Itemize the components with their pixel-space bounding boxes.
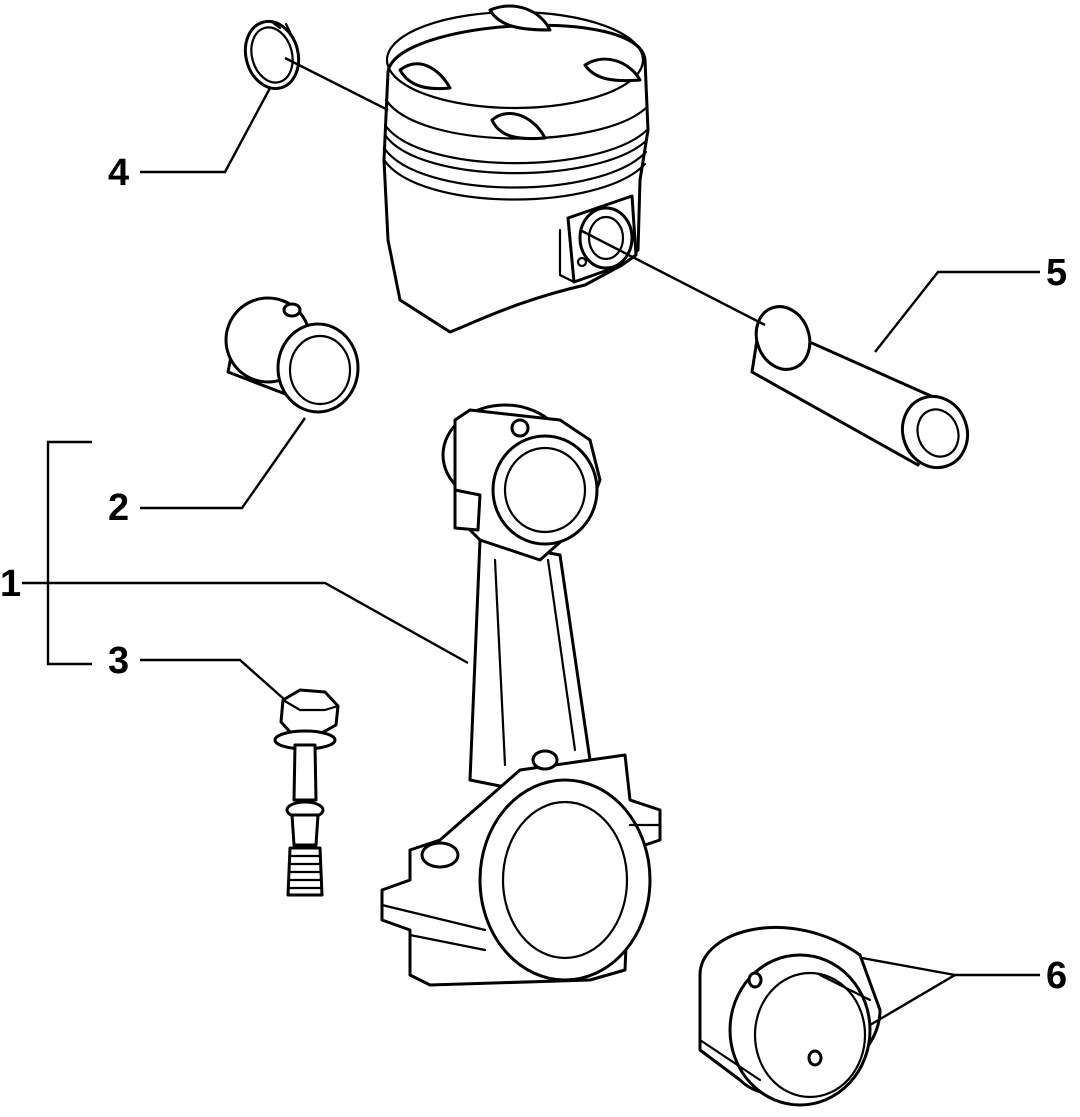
connecting-rod[interactable] (380, 403, 662, 987)
callout-5: 5 (1046, 252, 1067, 294)
small-end-bushing[interactable] (224, 296, 360, 414)
circlip[interactable] (238, 15, 306, 94)
callout-6: 6 (1046, 955, 1067, 997)
callout-2: 2 (108, 487, 129, 529)
connecting-rod-bolt[interactable] (273, 688, 340, 897)
callout-4: 4 (108, 152, 129, 194)
piston-pin[interactable] (748, 299, 978, 477)
big-end-bearing-shells[interactable] (698, 925, 882, 1107)
callout-1: 1 (0, 563, 21, 605)
piston[interactable] (382, 4, 650, 334)
callout-3: 3 (108, 640, 129, 682)
leader-lines (22, 56, 1040, 1027)
